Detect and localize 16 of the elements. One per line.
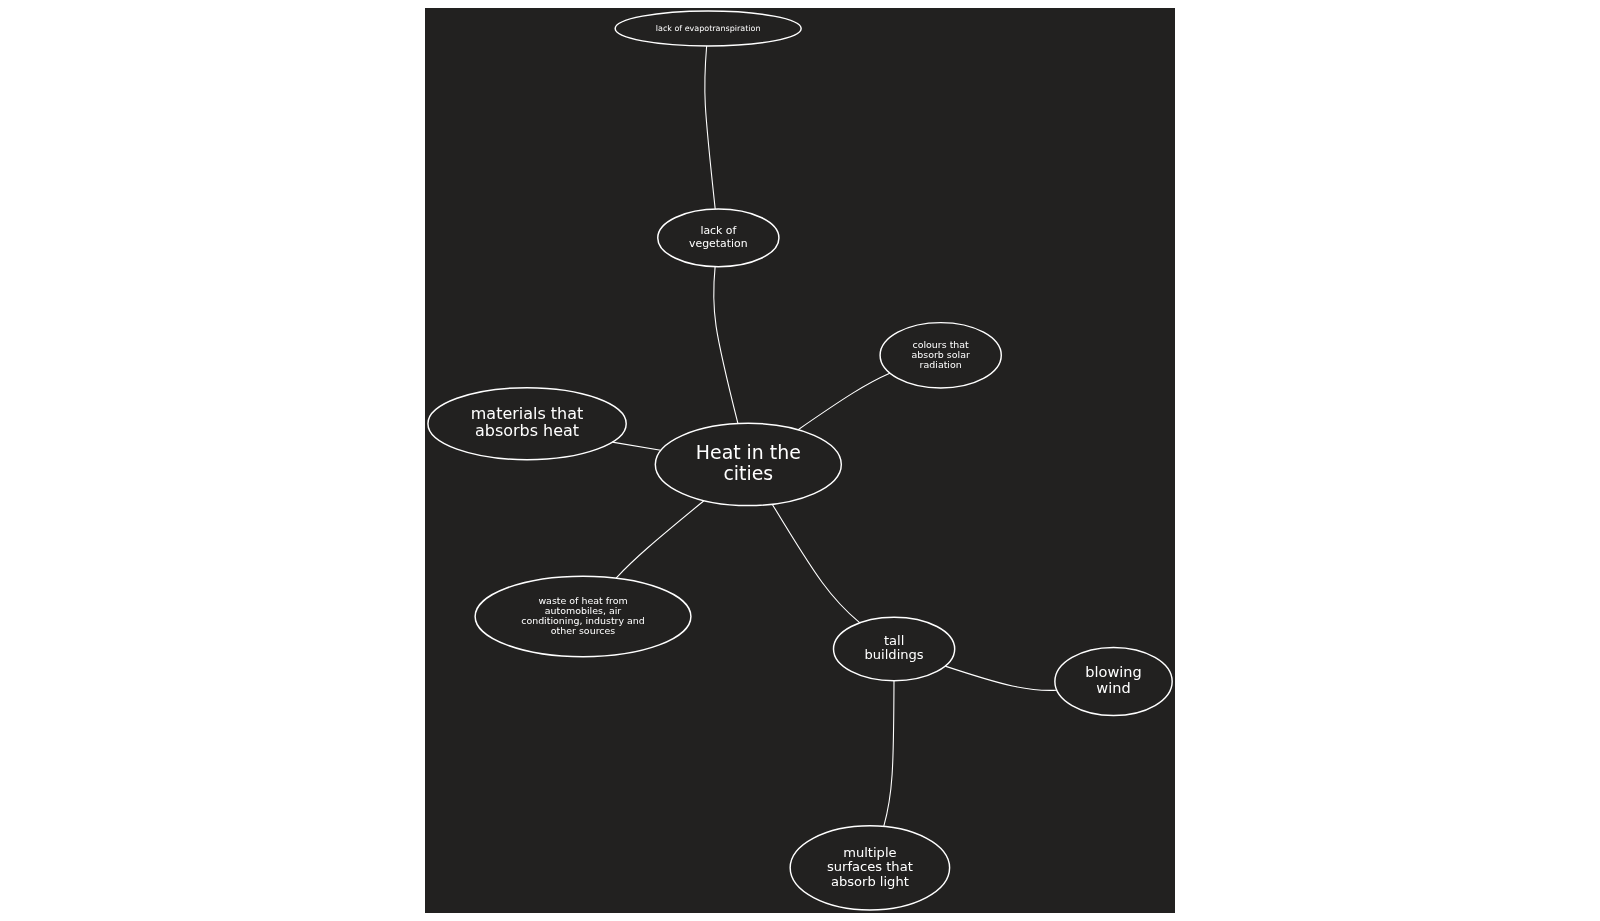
node-ellipse: waste of heat from automobiles, air conditioning, industry and other sources [474,575,692,658]
node-ellipse: multiple surfaces that absorb light [789,825,951,911]
connector [704,45,716,210]
connector [797,372,891,431]
connector [713,266,739,424]
connector [944,665,1058,691]
connector [771,503,861,624]
node-ellipse: Heat in the cities [654,422,843,507]
node-ellipse: materials that absorbs heat [427,387,627,461]
connector [611,441,662,451]
connector [883,680,895,827]
connector [615,500,705,579]
node-ellipse: tall buildings [832,616,956,682]
node-ellipse: lack of vegetation [657,208,780,268]
node-ellipse: blowing wind [1054,646,1173,717]
node-ellipse: colours that absorb solar radiation [879,321,1002,389]
